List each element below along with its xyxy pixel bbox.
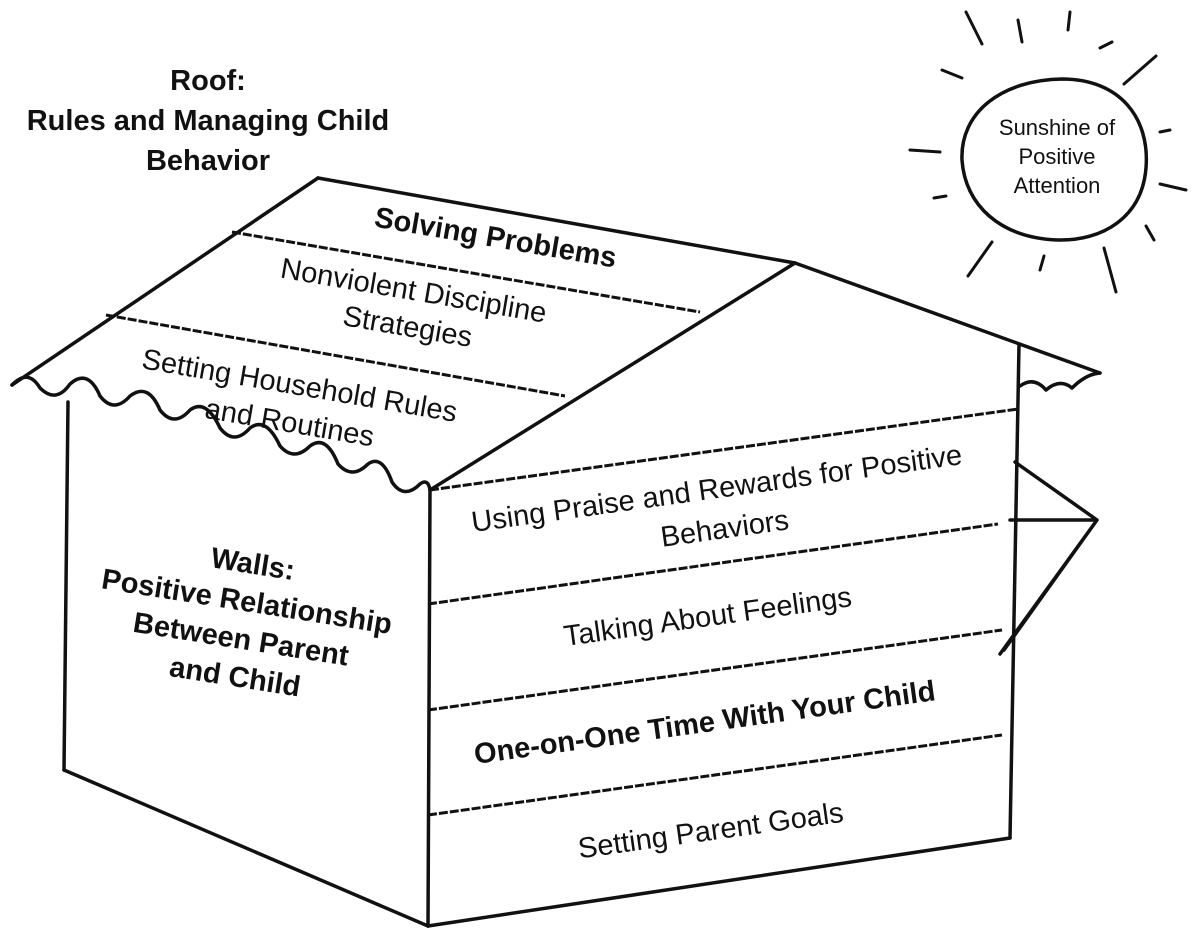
wall-divider-2 [427,522,999,606]
sun-ray [1102,246,1118,294]
side-flap [998,460,1099,656]
left-wall-left-edge [62,400,70,772]
sun-ray [1158,128,1172,134]
gable-right-roof-edge [793,261,1102,375]
wall-divider-3 [427,628,1003,712]
wall-band-one-on-one: One-on-One Time With Your Child [472,675,937,771]
wall-bands: Using Praise and Rewards for Positive Be… [469,439,964,865]
sun-circle [960,77,1149,242]
roof-heading-line2: Rules and Managing Child [27,105,390,137]
left-wall-bottom-edge [62,768,430,928]
roof-left-edge [10,176,320,387]
roof-ridge [316,176,797,265]
walls-heading-line1: Walls: [209,542,297,587]
roof-heading-line3: Behavior [146,145,270,177]
sun-ray [1098,40,1114,50]
roof-divider-2 [105,313,566,398]
sun-ray [966,240,994,278]
sun-ray [1066,10,1072,32]
sun-ray [1038,254,1046,272]
walls-heading: Walls: Positive Relationship Between Par… [99,542,394,703]
sun-ray [908,148,942,154]
roof-heading: Roof: Rules and Managing Child Behavior [27,65,390,177]
wall-band-parent-goals: Setting Parent Goals [576,797,845,865]
sun-ray [1016,18,1024,44]
front-wall-right-edge [1008,343,1021,840]
sun-ray [1122,54,1158,86]
sun-ray [964,10,984,46]
front-wall-bottom-edge [426,836,1012,928]
sun-icon: Sunshine of Positive Attention [908,10,1188,294]
sun-ray [1158,182,1188,192]
gable-slope-edge [428,261,797,492]
wall-band-feelings: Talking About Feelings [562,581,854,653]
sun-ray [932,194,948,200]
front-wall-corner-edge [426,488,432,928]
roof-divider-1 [231,230,701,314]
wall-divider-4 [427,733,1003,817]
roof-scalloped-eave [10,375,432,494]
sun-label-line2: Positive [1018,144,1095,169]
sun-label-line1: Sunshine of [999,115,1116,140]
sun-ray [1144,224,1156,242]
roof-heading-line1: Roof: [170,65,246,97]
sun-ray [940,68,964,80]
right-scalloped-eave [1018,371,1102,392]
house-structure [10,176,1102,928]
wall-band-praise-line2: Behaviors [659,504,791,553]
sun-rays [908,10,1188,294]
sun-label-line3: Attention [1014,173,1101,198]
